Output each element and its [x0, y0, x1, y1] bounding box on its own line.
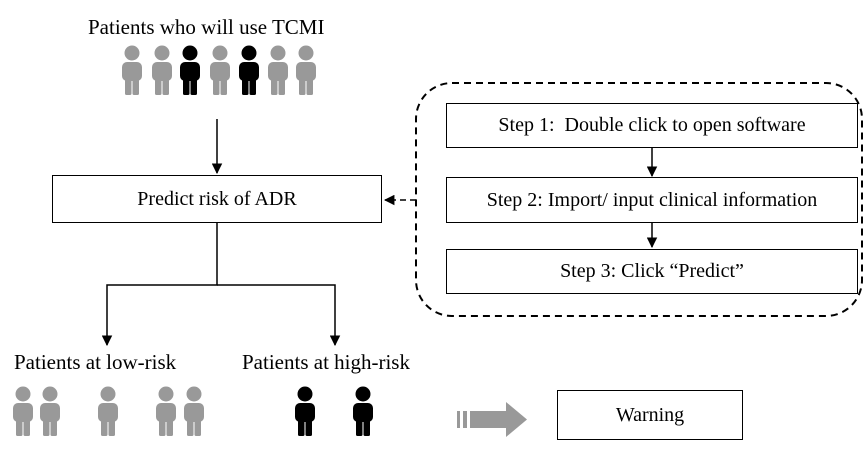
gray-block-arrow [457, 402, 527, 437]
person-black-icon [293, 386, 317, 441]
high-risk-label: Patients at high-risk [242, 350, 410, 374]
person-gray-icon [96, 386, 120, 441]
step1-label: Step 1: Double click to open software [498, 114, 806, 136]
step1-box: Step 1: Double click to open software [446, 103, 858, 148]
split-connector [101, 223, 218, 347]
person-black-icon [178, 45, 202, 100]
person-gray-icon [150, 45, 174, 100]
predict-risk-box: Predict risk of ADR [52, 175, 382, 223]
person-gray-icon [11, 386, 35, 441]
step3-box: Step 3: Click “Predict” [446, 249, 858, 294]
person-black-icon [351, 386, 375, 441]
person-gray-icon [182, 386, 206, 441]
step2-label: Step 2: Import/ input clinical informati… [486, 188, 818, 211]
predict-risk-label: Predict risk of ADR [137, 187, 297, 210]
person-gray-icon [120, 45, 144, 100]
warning-label: Warning [615, 403, 685, 426]
person-gray-icon [154, 386, 178, 441]
person-black-icon [237, 45, 261, 100]
warning-box: Warning [557, 390, 743, 440]
person-gray-icon [208, 45, 232, 100]
top-group-label: Patients who will use TCMI [88, 15, 325, 39]
person-gray-icon [294, 45, 318, 100]
person-gray-icon [38, 386, 62, 441]
person-gray-icon [266, 45, 290, 100]
step3-label: Step 3: Click “Predict” [560, 260, 744, 282]
low-risk-label: Patients at low-risk [14, 350, 177, 374]
step2-box: Step 2: Import/ input clinical informati… [446, 177, 858, 223]
split-connector-right [217, 284, 341, 347]
